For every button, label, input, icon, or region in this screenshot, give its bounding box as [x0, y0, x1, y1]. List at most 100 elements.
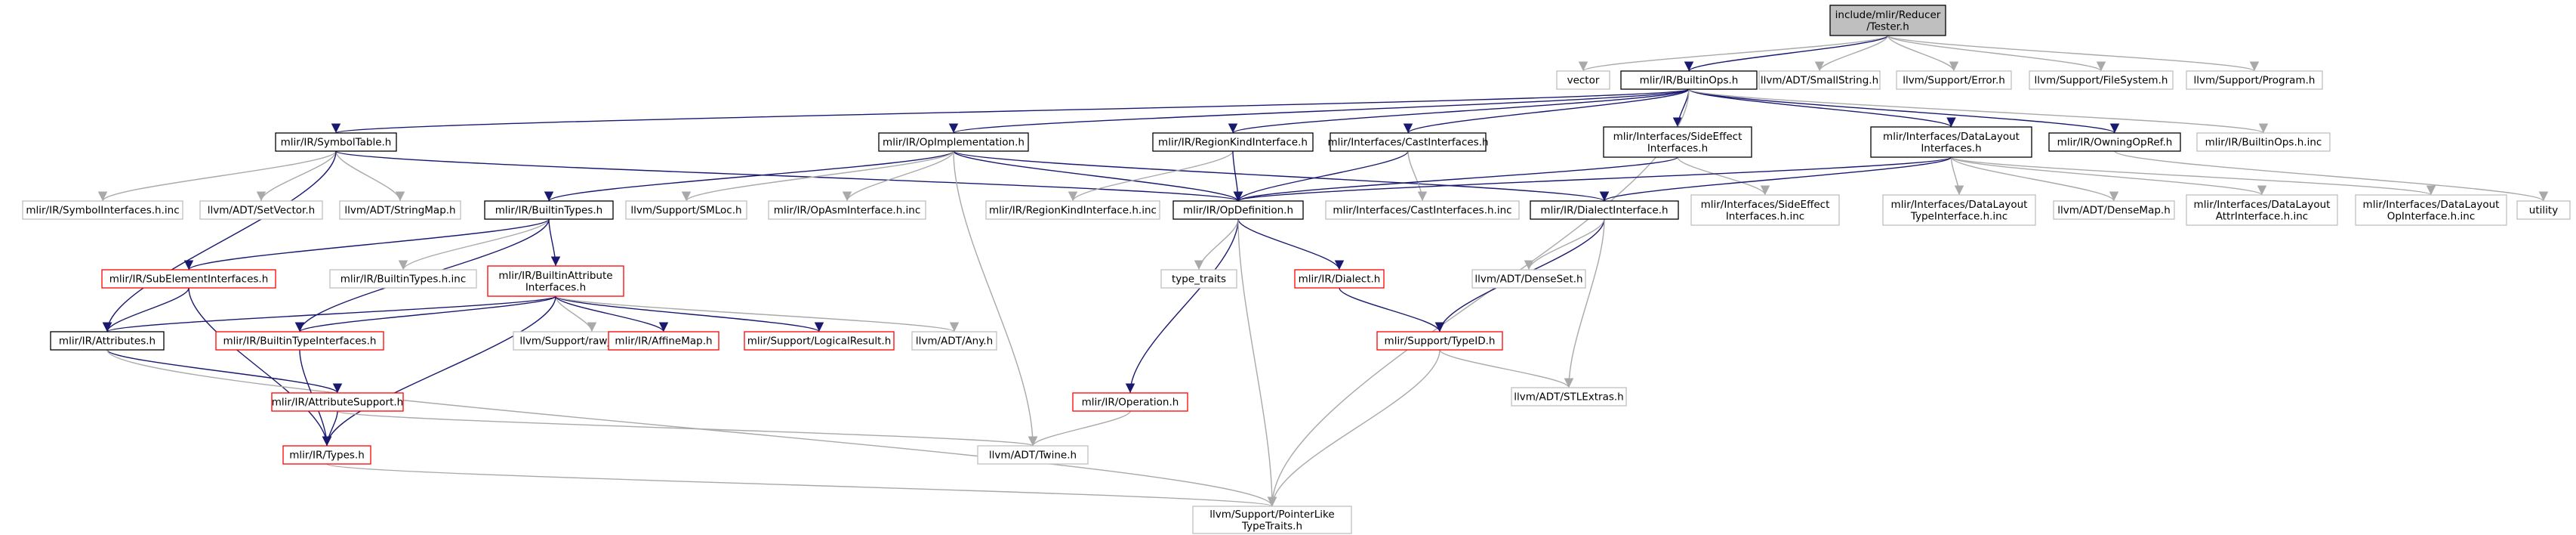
node-castifinc: mlir/Interfaces/CastInterfaces.h.inc [1325, 200, 1520, 220]
node-box [2186, 194, 2338, 226]
node-label: llvm/ADT/Any.h [916, 336, 993, 348]
edge-builtinattrif-to-types [322, 295, 556, 447]
node-castif[interactable]: mlir/Interfaces/CastInterfaces.h [1327, 132, 1489, 152]
node-box [1330, 132, 1487, 152]
edge-symboltable-to-opdef [335, 150, 1243, 202]
edge-attrsupport-to-twine [337, 410, 1037, 447]
node-tester[interactable]: include/mlir/Reducer/Tester.h [1829, 5, 1946, 36]
edge-opdef-to-pointerlike [1237, 218, 1277, 507]
node-label: mlir/IR/OwningOpRef.h [2057, 137, 2173, 149]
edge-sideeffect-to-opdef [1234, 156, 1678, 202]
node-opdef[interactable]: mlir/IR/OpDefinition.h [1172, 200, 1304, 220]
node-box [1896, 70, 2012, 90]
node-opimpl[interactable]: mlir/IR/OpImplementation.h [878, 132, 1029, 152]
node-label: mlir/IR/SymbolTable.h [281, 137, 392, 149]
node-box [101, 269, 276, 289]
node-operation[interactable]: mlir/IR/Operation.h [1072, 392, 1188, 412]
node-label: vector [1567, 75, 1600, 87]
edge-builtintypes-to-builtinattrif [548, 218, 561, 267]
node-box [339, 200, 461, 220]
node-label: mlir/IR/BuiltinOps.h.inc [2205, 137, 2322, 149]
edge-operation-to-twine [1028, 410, 1131, 447]
node-box [1690, 194, 1840, 226]
node-builtinops[interactable]: mlir/IR/BuiltinOps.h [1620, 70, 1758, 90]
edge-attrsupport-to-types [322, 410, 338, 447]
node-box [1882, 194, 2036, 226]
edge-symboltable-to-attributes [102, 150, 337, 332]
node-symboltable[interactable]: mlir/IR/SymbolTable.h [275, 132, 397, 152]
node-builtintypeif[interactable]: mlir/IR/BuiltinTypeInterfaces.h [215, 331, 384, 351]
node-dialect[interactable]: mlir/IR/Dialect.h [1294, 269, 1385, 289]
node-label: TypeTraits.h [1241, 520, 1302, 532]
edge-sideeffect-to-sideeffectinc [1677, 156, 1770, 196]
edge-builtinops-to-owningopref [1688, 88, 2119, 134]
node-box [22, 200, 183, 220]
node-dltypeif: mlir/Interfaces/DataLayoutTypeInterface.… [1882, 194, 2036, 226]
edge-datalayout-to-opdef [1234, 156, 1952, 202]
node-symbolifinc: mlir/IR/SymbolInterfaces.h.inc [22, 200, 183, 220]
node-any: llvm/ADT/Any.h [911, 331, 997, 351]
node-label: mlir/IR/DialectInterface.h [1540, 205, 1668, 217]
edge-builtinops-to-castif [1403, 88, 1690, 134]
nodes-layer: include/mlir/Reducer/Tester.h vector mlir/… [22, 5, 2571, 534]
edge-datalayout-to-dialectif [1600, 156, 1952, 202]
node-label: mlir/IR/AttributeSupport.h [272, 397, 404, 409]
node-label: mlir/Support/LogicalResult.h [747, 336, 892, 348]
node-utility: utility [2516, 200, 2571, 220]
node-box [985, 200, 1160, 220]
edge-builtinops-to-datalayout [1688, 88, 1956, 128]
edge-opimpl-to-opdef [953, 150, 1243, 202]
node-label: llvm/ADT/SetVector.h [208, 205, 315, 217]
node-attributes[interactable]: mlir/IR/Attributes.h [50, 331, 165, 351]
node-label: mlir/IR/Dialect.h [1299, 274, 1381, 286]
node-program: llvm/Support/Program.h [2186, 70, 2323, 90]
node-label: llvm/Support/PointerLike [1209, 509, 1334, 521]
edge-attributes-to-attrsupport [106, 349, 343, 394]
node-typeid[interactable]: mlir/Support/TypeID.h [1376, 331, 1503, 351]
node-box [1072, 392, 1188, 412]
edges-layer [97, 35, 2548, 507]
node-box [977, 445, 1089, 465]
edge-opimpl-to-smloc [681, 150, 954, 202]
node-label: mlir/IR/BuiltinTypes.h.inc [340, 274, 467, 286]
edge-tester-to-filesystem [1887, 35, 2106, 72]
edge-tester-to-error [1887, 35, 1959, 72]
node-label: mlir/Support/TypeID.h [1385, 336, 1496, 348]
node-owningopref[interactable]: mlir/IR/OwningOpRef.h [2048, 132, 2181, 152]
node-types[interactable]: mlir/IR/Types.h [282, 445, 371, 465]
node-label: mlir/IR/Types.h [289, 450, 365, 462]
node-logicalresult[interactable]: mlir/Support/LogicalResult.h [744, 331, 895, 351]
node-box [2516, 200, 2571, 220]
node-attrsupport[interactable]: mlir/IR/AttributeSupport.h [271, 392, 404, 412]
node-box [215, 331, 384, 351]
node-label: mlir/IR/OpDefinition.h [1183, 205, 1293, 217]
edge-builtintypes-to-subelemif [184, 218, 550, 271]
node-regionkind[interactable]: mlir/IR/RegionKindInterface.h [1152, 132, 1314, 152]
edge-typeid-to-stlextras [1439, 349, 1574, 388]
node-regionkindinc: mlir/IR/RegionKindInterface.h.inc [985, 200, 1160, 220]
edge-datalayout-to-dltypeif [1950, 156, 1964, 196]
node-label: mlir/IR/BuiltinTypeInterfaces.h [223, 336, 377, 348]
node-dialectif[interactable]: mlir/IR/DialectInterface.h [1530, 200, 1679, 220]
node-affinemap[interactable]: mlir/IR/AffineMap.h [608, 331, 719, 351]
edge-opimpl-to-twine [953, 150, 1038, 447]
edge-dialectif-to-denseset [1524, 218, 1605, 271]
node-label: mlir/Interfaces/CastInterfaces.h [1327, 137, 1488, 149]
edge-types-to-pointerlike [326, 463, 1277, 507]
node-label: llvm/ADT/DenseMap.h [2057, 205, 2171, 217]
node-subelemif[interactable]: mlir/IR/SubElementInterfaces.h [101, 269, 276, 289]
node-sideeffectinc: mlir/Interfaces/SideEffectInterfaces.h.i… [1690, 194, 1840, 226]
edge-symboltable-to-stringmap [335, 150, 405, 202]
node-label: mlir/IR/BuiltinTypes.h [495, 205, 602, 217]
node-box [744, 331, 895, 351]
edge-builtinattrif-to-attributes [103, 295, 556, 332]
node-error: llvm/Support/Error.h [1896, 70, 2012, 90]
node-label: Interfaces.h [525, 281, 586, 293]
edge-regionkind-to-regionkindinc [1068, 150, 1234, 202]
node-box [1192, 506, 1352, 534]
node-builtintypes[interactable]: mlir/IR/BuiltinTypes.h [484, 200, 614, 220]
